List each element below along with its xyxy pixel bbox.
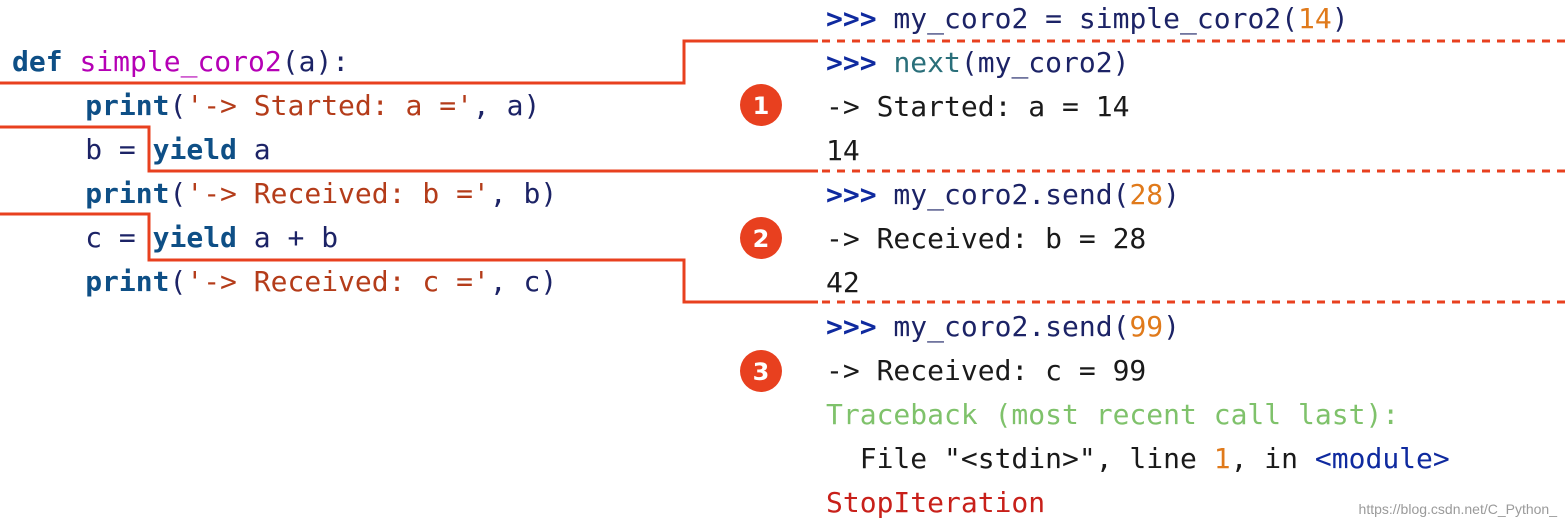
badge-circle	[740, 84, 782, 126]
console-token: Traceback (most recent call last):	[826, 398, 1399, 431]
divider-step2-solid	[0, 125, 818, 173]
code-token: , b)	[490, 177, 557, 210]
console-token: , in	[1231, 442, 1315, 475]
code-token: '-> Received: b ='	[186, 177, 489, 210]
code-token	[63, 45, 80, 78]
badge-circle	[740, 217, 782, 259]
badge-circle	[740, 350, 782, 392]
console-line: 42	[826, 266, 860, 299]
console-token: -> Started: a = 14	[826, 90, 1129, 123]
console-line: 14	[826, 134, 860, 167]
code-token: a + b	[237, 221, 338, 254]
badge-number: 1	[753, 92, 770, 120]
console-token: 42	[826, 266, 860, 299]
console-token: my_coro2 = simple_coro2(	[877, 2, 1298, 36]
console-token: next	[893, 46, 960, 79]
code-token: def	[12, 45, 63, 78]
code-line: print('-> Received: c =', c)	[85, 265, 557, 298]
console-token: >>>	[826, 2, 877, 35]
step-badges: 1 2 3	[740, 84, 782, 392]
console-token: <module>	[1315, 442, 1450, 475]
console-line: File "<stdin>", line 1, in <module>	[826, 442, 1450, 475]
console-token: my_coro2.send(	[877, 178, 1130, 212]
code-token: print	[85, 265, 169, 298]
console-token: StopIteration	[826, 486, 1045, 519]
console-line: >>> next(my_coro2)	[826, 46, 1129, 80]
console-line: StopIteration	[826, 486, 1045, 519]
console-token: 99	[1129, 310, 1163, 343]
console-line: >>> my_coro2 = simple_coro2(14)	[826, 2, 1349, 36]
step-badge-1: 1	[740, 84, 782, 126]
divider-step3-solid	[0, 212, 818, 304]
code-token: , a)	[473, 89, 540, 122]
console-token: 28	[1129, 178, 1163, 211]
console-line: -> Started: a = 14	[826, 90, 1129, 123]
console-line: Traceback (most recent call last):	[826, 398, 1399, 431]
code-token: simple_coro2	[79, 45, 281, 79]
console-token: )	[1163, 310, 1180, 343]
console-token: File "<stdin>", line	[826, 442, 1214, 475]
console-token: >>>	[826, 46, 877, 79]
interactive-console-session: >>> my_coro2 = simple_coro2(14)>>> next(…	[826, 2, 1450, 519]
console-token	[877, 46, 894, 79]
code-token: (a):	[282, 45, 349, 78]
code-token: , c)	[490, 265, 557, 298]
badge-number: 2	[753, 225, 770, 253]
step-badge-3: 3	[740, 350, 782, 392]
code-token: print	[85, 177, 169, 210]
step-badge-2: 2	[740, 217, 782, 259]
code-token: yield	[153, 133, 237, 166]
console-token: (my_coro2)	[961, 46, 1130, 80]
console-token: >>>	[826, 178, 877, 211]
code-token: (	[169, 89, 186, 122]
code-token: (	[169, 265, 186, 298]
divider-lines	[0, 39, 1565, 304]
function-source-code: def simple_coro2(a):print('-> Started: a…	[12, 45, 557, 298]
console-token: -> Received: c = 99	[826, 354, 1146, 387]
code-line: print('-> Received: b =', b)	[85, 177, 557, 210]
code-line: print('-> Started: a =', a)	[85, 89, 540, 122]
divider-step1-solid	[0, 39, 818, 85]
console-token: 14	[826, 134, 860, 167]
badge-number: 3	[753, 358, 770, 386]
code-token: (	[169, 177, 186, 210]
console-token: my_coro2.send(	[877, 310, 1130, 344]
console-token: -> Received: b = 28	[826, 222, 1146, 255]
console-token: 1	[1214, 442, 1231, 475]
watermark-text: https://blog.csdn.net/C_Python_	[1359, 501, 1558, 517]
code-token: print	[85, 89, 169, 122]
code-token: a	[237, 133, 271, 166]
console-token: )	[1332, 2, 1349, 35]
console-line: >>> my_coro2.send(28)	[826, 178, 1180, 212]
code-line: def simple_coro2(a):	[12, 45, 349, 79]
code-token: c =	[85, 221, 152, 254]
console-line: >>> my_coro2.send(99)	[826, 310, 1180, 344]
console-token: )	[1163, 178, 1180, 211]
console-line: -> Received: b = 28	[826, 222, 1146, 255]
code-token: b =	[85, 133, 152, 166]
console-token: 14	[1298, 2, 1332, 35]
code-token: '-> Received: c ='	[186, 265, 489, 298]
code-token: '-> Started: a ='	[186, 89, 473, 122]
code-line: b = yield a	[85, 133, 270, 166]
code-token: yield	[153, 221, 237, 254]
console-token: >>>	[826, 310, 877, 343]
code-line: c = yield a + b	[85, 221, 338, 254]
console-line: -> Received: c = 99	[826, 354, 1146, 387]
